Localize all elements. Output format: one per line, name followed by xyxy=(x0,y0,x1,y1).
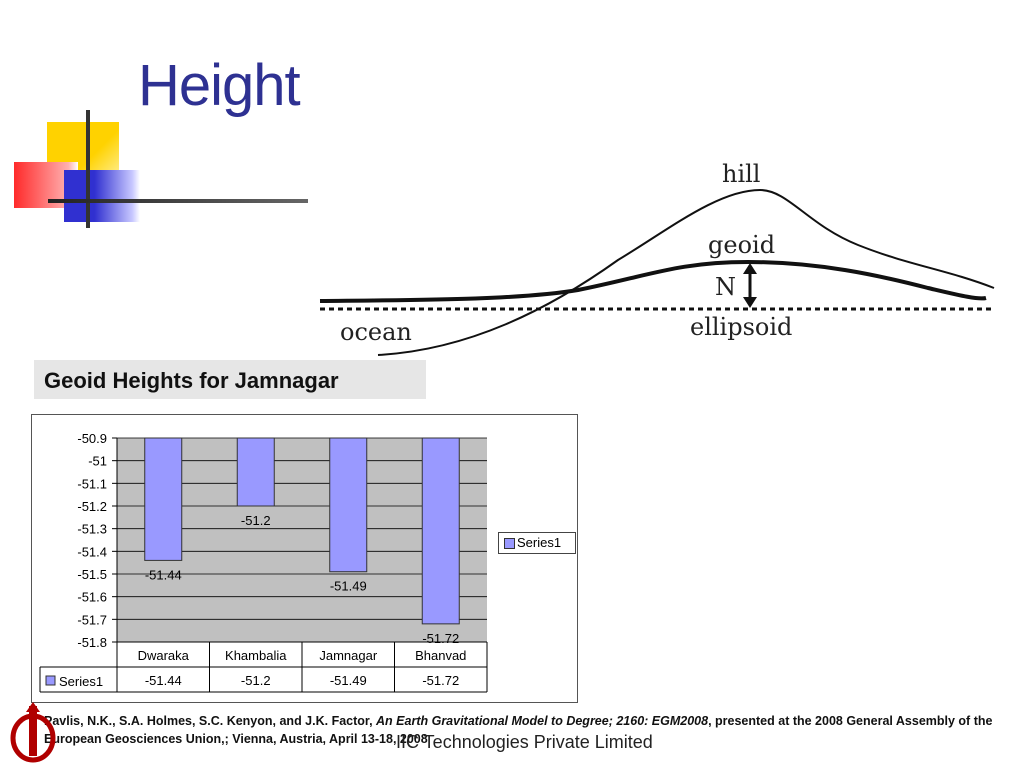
citation-authors: Pavlis, N.K., S.A. Holmes, S.C. Kenyon, … xyxy=(44,714,377,728)
bar-chart: -50.9 -51 -51.1 -51.2 -51.3 -51.4 -51.5 -51.6 -5… xyxy=(39,431,488,693)
x-category-label: Khambalia xyxy=(225,648,287,663)
legend-swatch xyxy=(504,538,515,549)
geoid-curve xyxy=(319,259,987,303)
y-tick-label: -51.3 xyxy=(77,522,107,537)
table-value: -51.49 xyxy=(330,673,367,688)
ellipsoid-label: ellipsoid xyxy=(690,313,792,341)
decor-vertical-line xyxy=(86,110,90,228)
chart-heading-box: Geoid Heights for Jamnagar xyxy=(34,360,426,399)
data-label: -51.49 xyxy=(330,579,367,594)
company-logo-icon xyxy=(10,702,56,763)
geoid-diagram: hill geoid N ocean ellipsoid xyxy=(319,160,995,356)
table-series-label: Series1 xyxy=(59,674,103,689)
x-category-label: Bhanvad xyxy=(415,648,466,663)
n-arrow-up xyxy=(743,263,757,274)
data-label: -51.44 xyxy=(145,567,182,582)
footer-company: IIC Technologies Private Limited xyxy=(396,732,653,752)
citation-work: An Earth Gravitational Model to Degree; … xyxy=(376,714,709,728)
hill-terrain-curve xyxy=(377,188,995,356)
ocean-label: ocean xyxy=(340,318,412,346)
bar xyxy=(144,437,183,561)
chart-heading: Geoid Heights for Jamnagar xyxy=(44,368,339,393)
table-series-swatch xyxy=(45,675,56,686)
n-arrow-down xyxy=(743,297,757,308)
table-value: -51.72 xyxy=(422,673,459,688)
y-tick-label: -51 xyxy=(88,454,107,469)
y-tick-label: -51.2 xyxy=(77,499,107,514)
citation-text: Pavlis, N.K., S.A. Holmes, S.C. Kenyon, … xyxy=(44,712,1016,748)
y-tick-label: -51.4 xyxy=(77,544,107,559)
bar xyxy=(236,437,275,507)
bar xyxy=(329,437,368,573)
data-label: -51.2 xyxy=(241,513,271,528)
table-value: -51.44 xyxy=(145,673,182,688)
n-label: N xyxy=(715,273,736,301)
x-category-label: Jamnagar xyxy=(319,648,377,663)
y-tick-label: -51.6 xyxy=(77,590,107,605)
y-tick-label: -51.5 xyxy=(77,567,107,582)
x-category-label: Dwaraka xyxy=(138,648,190,663)
hill-label: hill xyxy=(722,160,760,188)
chart-legend: Series1 xyxy=(498,532,576,554)
chart-area: -50.9 -51 -51.1 -51.2 -51.3 -51.4 -51.5 -51.6 -5… xyxy=(31,414,578,703)
decor-blue-square xyxy=(64,170,140,222)
geoid-label: geoid xyxy=(708,231,775,259)
y-tick-label: -51.7 xyxy=(77,612,107,627)
slide-title: Height xyxy=(138,53,301,118)
decor-horizontal-line xyxy=(48,199,308,203)
y-tick-label: -51.8 xyxy=(77,635,107,650)
data-label: -51.72 xyxy=(422,631,459,646)
y-tick-label: -50.9 xyxy=(77,431,107,446)
bar xyxy=(421,437,460,625)
citation-rest: , presented at the 2008 General Assembly… xyxy=(44,714,993,746)
legend-label: Series1 xyxy=(517,535,562,550)
y-tick-label: -51.1 xyxy=(77,476,107,491)
table-value: -51.2 xyxy=(241,673,271,688)
